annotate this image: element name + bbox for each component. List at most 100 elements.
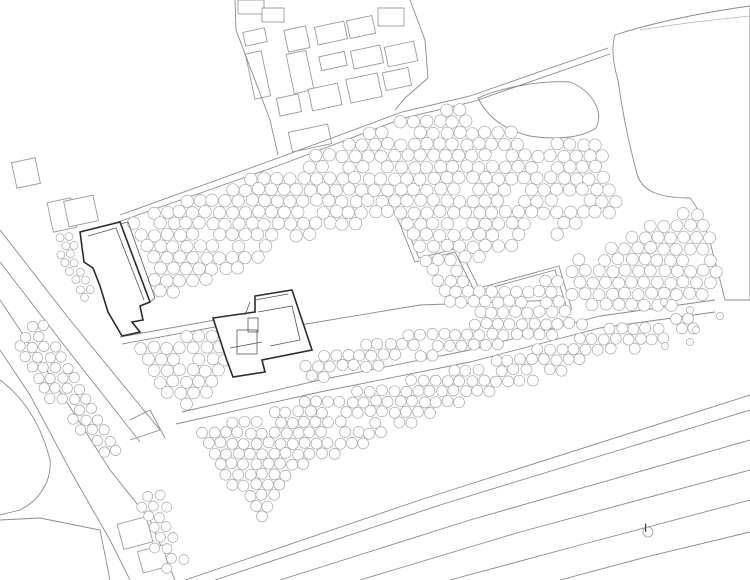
tree-icon — [406, 227, 420, 241]
tree-icon — [71, 275, 81, 285]
tree-icon — [160, 521, 172, 532]
tree-icon — [495, 365, 508, 377]
tree-icon — [237, 479, 250, 492]
tree-icon — [657, 332, 670, 345]
tree-icon — [255, 427, 268, 440]
tree-icon — [297, 458, 309, 470]
tree-icon — [644, 241, 658, 254]
tree-icon — [639, 321, 652, 334]
tree-icon — [55, 351, 67, 363]
tree-icon — [49, 362, 61, 374]
tree-icon — [651, 230, 665, 244]
shrub-icon — [686, 338, 694, 346]
tree-icon — [348, 149, 363, 164]
tree-icon — [251, 250, 265, 264]
tree-icon — [400, 217, 414, 231]
tree-icon — [479, 294, 492, 308]
tree-icon — [44, 373, 56, 385]
tree-icon — [198, 205, 212, 219]
tree-icon — [315, 160, 329, 174]
tree-icon — [261, 500, 274, 513]
tree-icon — [414, 328, 426, 341]
tree-icon — [544, 193, 558, 207]
tree-icon — [369, 417, 382, 429]
tree-icon — [268, 406, 281, 418]
tree-icon — [323, 360, 336, 373]
tree-icon — [643, 264, 657, 278]
tree-icon — [590, 183, 604, 197]
tree-icon — [104, 436, 116, 448]
tree-icon — [303, 227, 317, 241]
tree-icon — [154, 489, 166, 501]
tree-icon — [56, 250, 66, 260]
tree-icon — [342, 182, 356, 196]
tree-icon — [347, 396, 359, 409]
tree-icon — [427, 171, 441, 185]
tree-icon — [192, 216, 206, 230]
tree-icon — [565, 265, 579, 278]
tree-icon — [49, 382, 61, 394]
tree-icon — [550, 205, 564, 219]
tree-icon — [466, 195, 480, 209]
tree-icon — [161, 563, 173, 574]
tree-icon — [575, 160, 589, 174]
tree-icon — [275, 416, 287, 429]
tree-icon — [206, 352, 220, 366]
tree-icon — [454, 296, 468, 309]
tree-icon — [453, 125, 467, 140]
tree-icon — [65, 267, 74, 276]
tree-icon — [574, 332, 586, 345]
tree-icon — [212, 363, 225, 377]
tree-icon — [192, 329, 205, 343]
tree-icon — [479, 171, 493, 185]
tree-icon — [353, 349, 366, 362]
tree-icon — [250, 227, 264, 242]
tree-icon — [490, 354, 503, 367]
tree-icon — [388, 406, 401, 419]
tree-icon — [555, 364, 568, 377]
tree-icon — [225, 227, 239, 241]
tree-icon — [517, 171, 531, 185]
tree-icon — [582, 172, 596, 186]
tree-icon — [219, 468, 232, 481]
tree-icon — [484, 137, 498, 151]
tree-icon — [180, 330, 194, 343]
tree-icon — [695, 288, 709, 301]
tree-icon — [643, 219, 657, 233]
tree-icon — [75, 267, 85, 277]
tree-icon — [512, 205, 526, 219]
tree-icon — [349, 195, 363, 209]
tree-icon — [62, 363, 74, 375]
tree-icon — [400, 172, 414, 186]
tree-icon — [367, 183, 381, 197]
tree-icon — [683, 242, 697, 256]
tree-icon — [536, 206, 550, 220]
tree-icon — [244, 172, 258, 186]
tree-icon — [703, 231, 716, 245]
tree-icon — [69, 258, 79, 268]
tree-icon — [50, 341, 62, 353]
tree-icon — [533, 305, 546, 318]
tree-icon — [98, 446, 110, 458]
tree-icon — [274, 457, 286, 470]
tree-icon — [527, 374, 539, 387]
tree-icon — [388, 149, 402, 163]
tree-icon — [443, 295, 457, 308]
tree-icon — [283, 194, 297, 208]
tree-icon — [473, 329, 486, 342]
tree-icon — [394, 160, 409, 174]
tree-icon — [514, 353, 526, 366]
tree-icon — [440, 126, 454, 140]
tree-icon — [426, 328, 439, 340]
tree-icon — [484, 306, 498, 320]
tree-icon — [670, 288, 683, 301]
tree-icon — [322, 148, 336, 162]
tree-icon — [250, 415, 263, 428]
tree-icon — [360, 360, 373, 373]
tree-icon — [540, 296, 553, 309]
tree-icon — [335, 217, 349, 231]
tree-icon — [400, 194, 414, 208]
tree-icon — [69, 393, 81, 405]
tree-icon — [167, 216, 181, 230]
tree-icon — [657, 242, 671, 256]
